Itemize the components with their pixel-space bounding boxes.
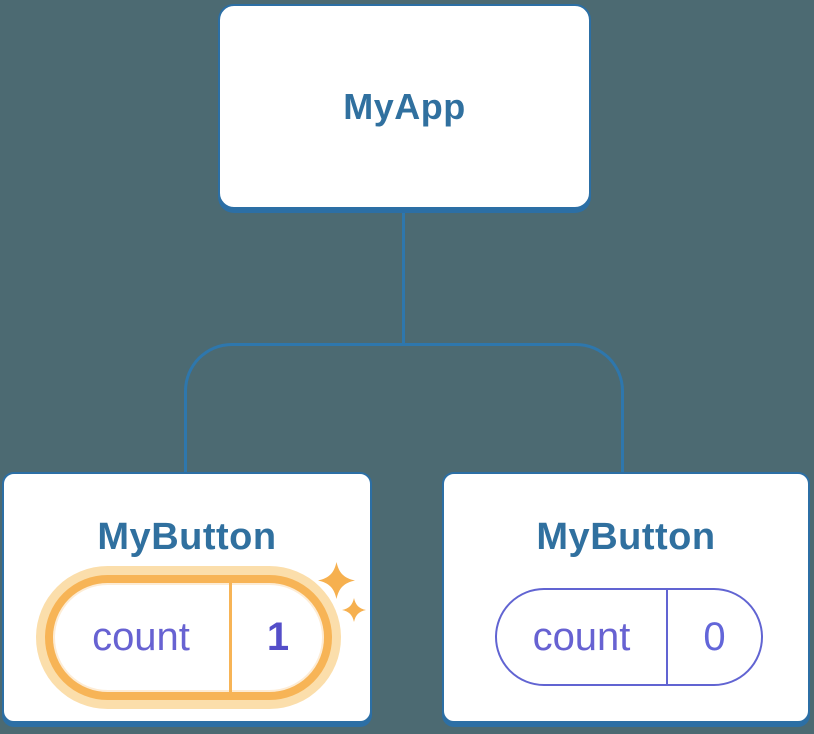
sparkle-icon-large	[318, 562, 355, 599]
node-label: MyApp	[343, 85, 466, 127]
sparkle-icon-small	[342, 598, 366, 622]
node-label: MyButton	[536, 516, 716, 558]
state-pill-highlighted: count 1	[45, 575, 332, 700]
state-pill: count 0	[495, 588, 763, 686]
node-mybutton-updated: MyButton count 1	[2, 472, 372, 723]
state-key: count	[532, 614, 631, 659]
node-mybutton-unchanged: MyButton count 0	[442, 472, 810, 723]
node-label: MyButton	[97, 516, 277, 558]
state-key: count	[92, 615, 190, 659]
state-value: 1	[229, 583, 324, 692]
connector-branch-lines	[184, 343, 624, 472]
state-value: 0	[666, 590, 761, 684]
node-myapp: MyApp	[218, 4, 591, 209]
connector-root-line	[402, 213, 405, 346]
